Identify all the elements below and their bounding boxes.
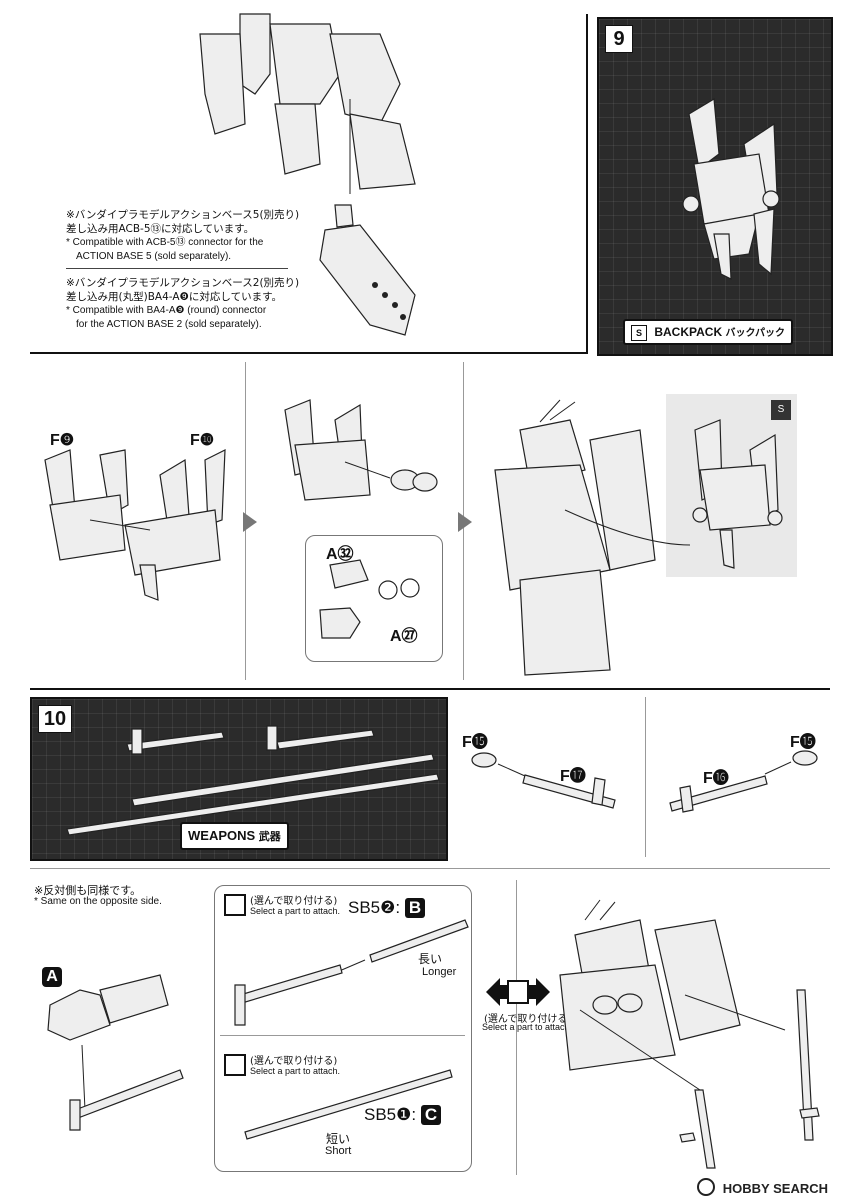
sb5c-label: SB5❶: C <box>364 1105 442 1125</box>
sb5b-label: SB5❷: B <box>348 898 426 918</box>
select-label-en-bottom: Select a part to attach. <box>250 1066 341 1076</box>
optional-part-icon <box>224 894 246 916</box>
step-arrow-icon <box>458 512 472 532</box>
top-left-frame <box>30 14 588 354</box>
step9-number: 9 <box>605 25 633 53</box>
select-label-jp-top: (選んで取り付ける) <box>250 896 338 907</box>
attach-arrow-line <box>564 509 691 546</box>
note-action-base-5: ※バンダイプラモデルアクションベース5(別売り) 差し込み用ACB-5⑬に対応し… <box>66 209 300 262</box>
robot-lower-body-illustration <box>199 13 416 194</box>
row3-divider-top <box>30 688 830 690</box>
row4-vdivider <box>516 880 517 1175</box>
short-barrel-illustration <box>244 1069 453 1140</box>
row3-vdivider-1 <box>645 697 646 857</box>
step10-number: 10 <box>38 705 72 733</box>
longer-label-en: Longer <box>422 966 457 978</box>
step10-header-panel: 10 WEAPONS 武器 <box>30 697 448 861</box>
select-label-en-top: Select a part to attach. <box>250 906 341 916</box>
part-label-f15-left: F⓯ <box>462 734 488 751</box>
select-label-jp-right: (選んで取り付ける) <box>484 1014 572 1025</box>
part-label-a32: A㉜ <box>326 546 354 563</box>
select-label-jp-bottom: (選んで取り付ける) <box>250 1056 338 1067</box>
long-barrel-illustration <box>234 919 469 1026</box>
hobby-search-logo-icon <box>697 1178 716 1196</box>
thruster-parts-illustration <box>319 559 420 639</box>
part-label-f16: F⓰ <box>703 770 729 787</box>
part-label-f15-right: F⓯ <box>790 734 816 751</box>
note-divider <box>66 268 288 269</box>
backpack-illustration <box>682 97 780 280</box>
weapons-illustration <box>66 725 440 836</box>
sticker-s-icon: S <box>631 325 647 341</box>
part-label-a27: A㉗ <box>390 628 418 645</box>
step9-header-panel: 9 S BACKPACK バックパック <box>597 17 833 356</box>
select-label-en-right: Select a part to attach. <box>482 1022 573 1032</box>
optional-part-icon <box>224 1054 246 1076</box>
opposite-side-note-jp: ※反対側も同様です。 <box>34 884 142 897</box>
weapon-option-divider <box>220 1035 465 1036</box>
hand-weapon-illustration <box>69 1044 184 1131</box>
shorter-label-jp: 短い <box>326 1132 351 1146</box>
part-label-f9: F❾ <box>50 432 75 449</box>
backpack-thrusters-illustration <box>284 399 438 501</box>
thruster-detail-box <box>305 535 443 662</box>
sticker-s-icon: S <box>771 400 791 420</box>
weapon-f17-assembly-illustration <box>471 752 616 809</box>
watermark: HOBBY SEARCH <box>697 1178 828 1196</box>
opposite-side-note-en: * Same on the opposite side. <box>34 896 162 907</box>
backpack-tag: S BACKPACK バックパック <box>623 319 793 345</box>
note-action-base-2: ※バンダイプラモデルアクションベース2(別売り) 差し込み用(丸型)BA4-A❾… <box>66 277 300 330</box>
backpack-inset-illustration <box>692 419 783 569</box>
shorter-label-en: Short <box>325 1145 352 1157</box>
step-arrow-icon <box>243 512 257 532</box>
row4-divider-top <box>30 868 830 869</box>
longer-label-jp: 長い <box>418 952 443 966</box>
hand-part-badge: A <box>42 967 62 987</box>
part-label-f10: F❿ <box>190 432 215 449</box>
robot-backpack-attach-illustration <box>494 399 656 676</box>
hand-illustration <box>47 974 169 1041</box>
action-base-stand-illustration <box>319 204 416 336</box>
weapons-tag: WEAPONS 武器 <box>180 822 289 850</box>
backpack-halves-illustration <box>44 449 226 601</box>
robot-weapon-attach-illustration <box>559 899 741 1071</box>
weapon-f16-assembly-illustration <box>669 750 818 813</box>
double-arrow-icon <box>486 978 550 1006</box>
part-label-f17: F⓱ <box>560 768 586 785</box>
side-weapons-illustration <box>579 989 820 1169</box>
